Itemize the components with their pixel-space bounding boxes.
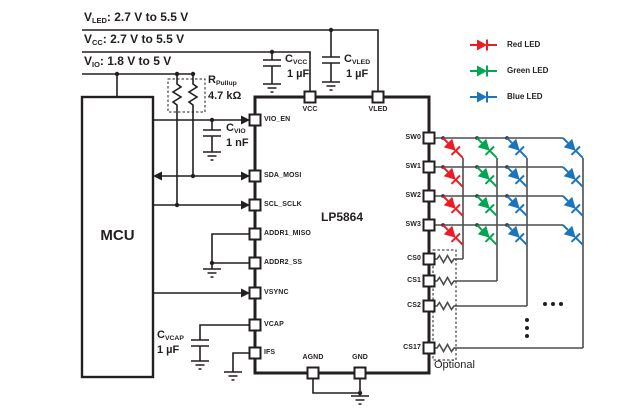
scl-sclk-wire [153,200,250,210]
green-led [476,195,498,217]
cs17-wire [434,342,583,354]
cs0-wire [434,253,463,265]
pin-label-sda-mosi: SDA_MOSI [264,172,302,179]
cvio-capacitor [203,120,221,152]
blue-led [562,137,584,159]
ifs-wire [232,352,250,372]
sda-mosi-wire [153,171,250,181]
matrix-ellipsis-horizontal [543,302,563,306]
pin-label-vcap: VCAP [264,321,284,328]
pullup-resistors [167,74,206,205]
pin-label-cs17: CS17 [403,344,421,351]
blue-led [562,224,584,246]
blue-led [506,137,528,159]
vio-en-wire [153,115,250,125]
cvcc-value: 1 µF [287,68,310,80]
pin-label-scl-sclk: SCL_SCLK [264,201,302,208]
cvcap-capacitor [191,339,209,361]
pin-label-cs2: CS2 [407,302,421,309]
addr-ground-symbol [203,268,221,278]
red-led-legend-symbol [470,39,497,51]
gnd-ground-symbol [351,395,369,405]
blue-led [506,195,528,217]
cs1-wire [434,275,497,287]
chip-part-number: LP5864 [321,210,364,224]
cvcap-value: 1 µF [157,344,180,356]
ifs-ground-symbol [224,371,242,381]
pin-label-vled: VLED [368,106,388,113]
pin-label-vio-en: VIO_EN [264,116,291,123]
agnd-gnd-wire [312,378,363,396]
mcu-label: MCU [100,227,135,244]
chip-pins [248,90,436,380]
optional-resistors-box [432,249,457,361]
cvio-value: 1 nF [226,137,249,149]
blue-led [562,166,584,188]
cvled-value: 1 µF [346,68,369,80]
cvled-ground-symbol [322,81,340,91]
red-led [442,137,464,159]
blue-led [506,166,528,188]
addr1-addr2-wire [209,233,250,269]
green-led [476,166,498,188]
cvcap-ground-symbol [191,360,209,370]
blue-led [562,195,584,217]
pin-label-agnd: AGND [302,354,324,361]
vio-supply-label: VIO: 1.8 V to 5 V [84,54,172,70]
cs2-wire [434,300,527,312]
pullup-resistor-label: RPullup [208,74,237,87]
pin-label-cs1: CS1 [407,277,421,284]
legend-blue-led: Blue LED [507,92,543,101]
led-matrix [432,136,584,361]
pin-label-sw2: SW2 [405,192,421,199]
cvcc-ground-symbol [263,83,281,93]
cvcap-label: CVCAP [157,329,184,342]
pin-label-addr1-miso: ADDR1_MISO [264,230,311,237]
matrix-ellipsis-vertical [525,318,529,338]
blue-led-legend-symbol [470,91,497,103]
pin-label-vsync: VSYNC [264,289,289,296]
red-led [442,224,464,246]
optional-label: Optional [434,359,475,371]
legend-green-led: Green LED [507,66,549,75]
anode-junction-dots [441,136,509,227]
cvcc-label: CVCC [285,53,308,66]
green-led-legend-symbol [470,65,497,77]
cvcc-capacitor [263,52,281,84]
pin-label-cs0: CS0 [407,255,421,262]
cvio-ground-symbol [203,151,221,161]
vled-supply-label: VLED: 2.7 V to 5.5 V [84,10,189,26]
green-led [476,224,498,246]
vcc-supply-label: VCC: 2.7 V to 5.5 V [84,32,185,48]
blue-led [506,224,528,246]
pin-label-addr2-ss: ADDR2_SS [264,259,303,266]
cvled-label: CVLED [344,53,371,66]
red-led [442,166,464,188]
mcu-box [80,95,155,379]
vsync-wire [153,288,250,298]
red-led [442,195,464,217]
pin-label-sw3: SW3 [405,221,421,228]
green-led [476,137,498,159]
pin-label-sw1: SW1 [405,163,421,170]
pin-label-gnd: GND [352,354,368,361]
legend-red-led: Red LED [507,40,541,49]
cvled-capacitor [322,30,340,82]
pullup-resistor-value: 4.7 kΩ [208,90,242,102]
pin-label-ifs: IFS [264,349,276,356]
vcap-wire [199,324,250,340]
pin-label-vcc: VCC [302,106,318,113]
cvio-label: CVIO [226,122,246,135]
pin-label-sw0: SW0 [405,134,421,141]
